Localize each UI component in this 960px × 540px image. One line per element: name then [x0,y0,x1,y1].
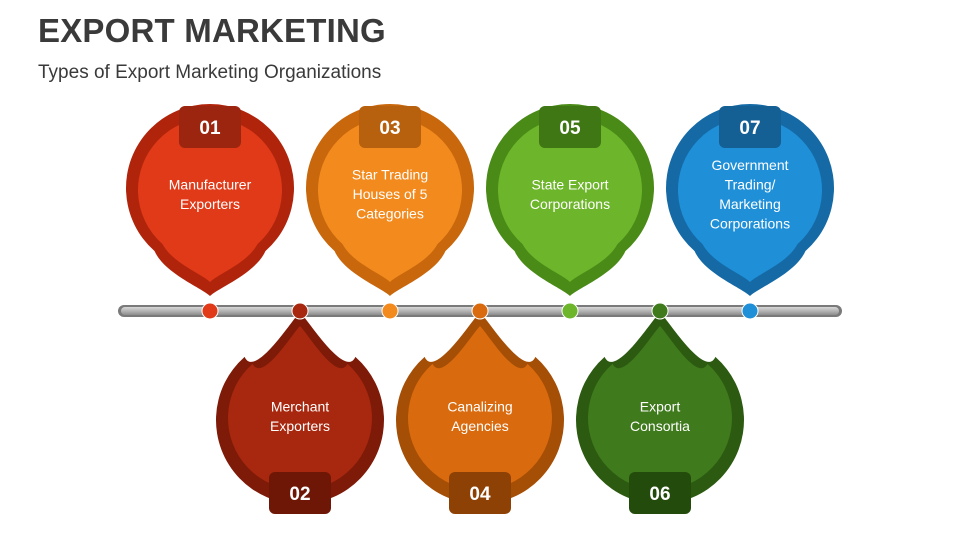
item-number: 03 [379,118,400,139]
marker-07: 07GovernmentTrading/MarketingCorporation… [666,104,834,296]
item-label: Government [711,157,788,173]
number-tab [539,106,601,148]
item-label: Consortia [630,418,690,434]
item-number: 02 [289,484,310,505]
item-label: Canalizing [447,398,512,414]
item-label: Corporations [530,196,610,212]
item-label: Categories [356,206,424,222]
timeline-dot-06 [651,302,669,320]
item-number: 04 [469,484,491,505]
item-label: Exporters [180,196,240,212]
number-tab [359,106,421,148]
timeline-dot-03 [381,302,399,320]
item-number: 05 [559,118,581,139]
item-label: Trading/ [725,176,776,192]
marker-fill [408,326,552,490]
number-tab [629,472,691,514]
marker-fill [318,118,463,282]
item-number: 01 [199,118,221,139]
item-number: 06 [649,484,670,505]
item-label: Agencies [451,418,509,434]
item-label: Corporations [710,215,790,231]
page-subtitle: Types of Export Marketing Organizations [38,62,382,83]
item-label: Star Trading [352,167,428,183]
number-tab [179,106,241,148]
item-label: State Export [531,176,608,192]
timeline-dot-01 [201,302,219,320]
timeline-dot-05 [561,302,579,320]
number-tab [269,472,331,514]
item-number: 07 [739,118,760,139]
number-tab [449,472,511,514]
item-label: Houses of 5 [353,186,428,202]
marker-fill [678,117,823,282]
item-label: Merchant [271,398,329,414]
item-label: Export [640,398,681,414]
page-title: EXPORT MARKETING [38,12,386,49]
marker-fill [228,326,372,490]
item-label: Manufacturer [169,176,252,192]
item-label: Marketing [719,196,780,212]
number-tab [719,106,781,148]
timeline-dot-04 [471,302,489,320]
marker-fill [588,326,733,491]
item-label: Exporters [270,418,330,434]
timeline-dot-07 [741,302,759,320]
marker-fill [498,118,643,282]
timeline-dot-02 [291,302,309,320]
marker-fill [138,117,282,282]
